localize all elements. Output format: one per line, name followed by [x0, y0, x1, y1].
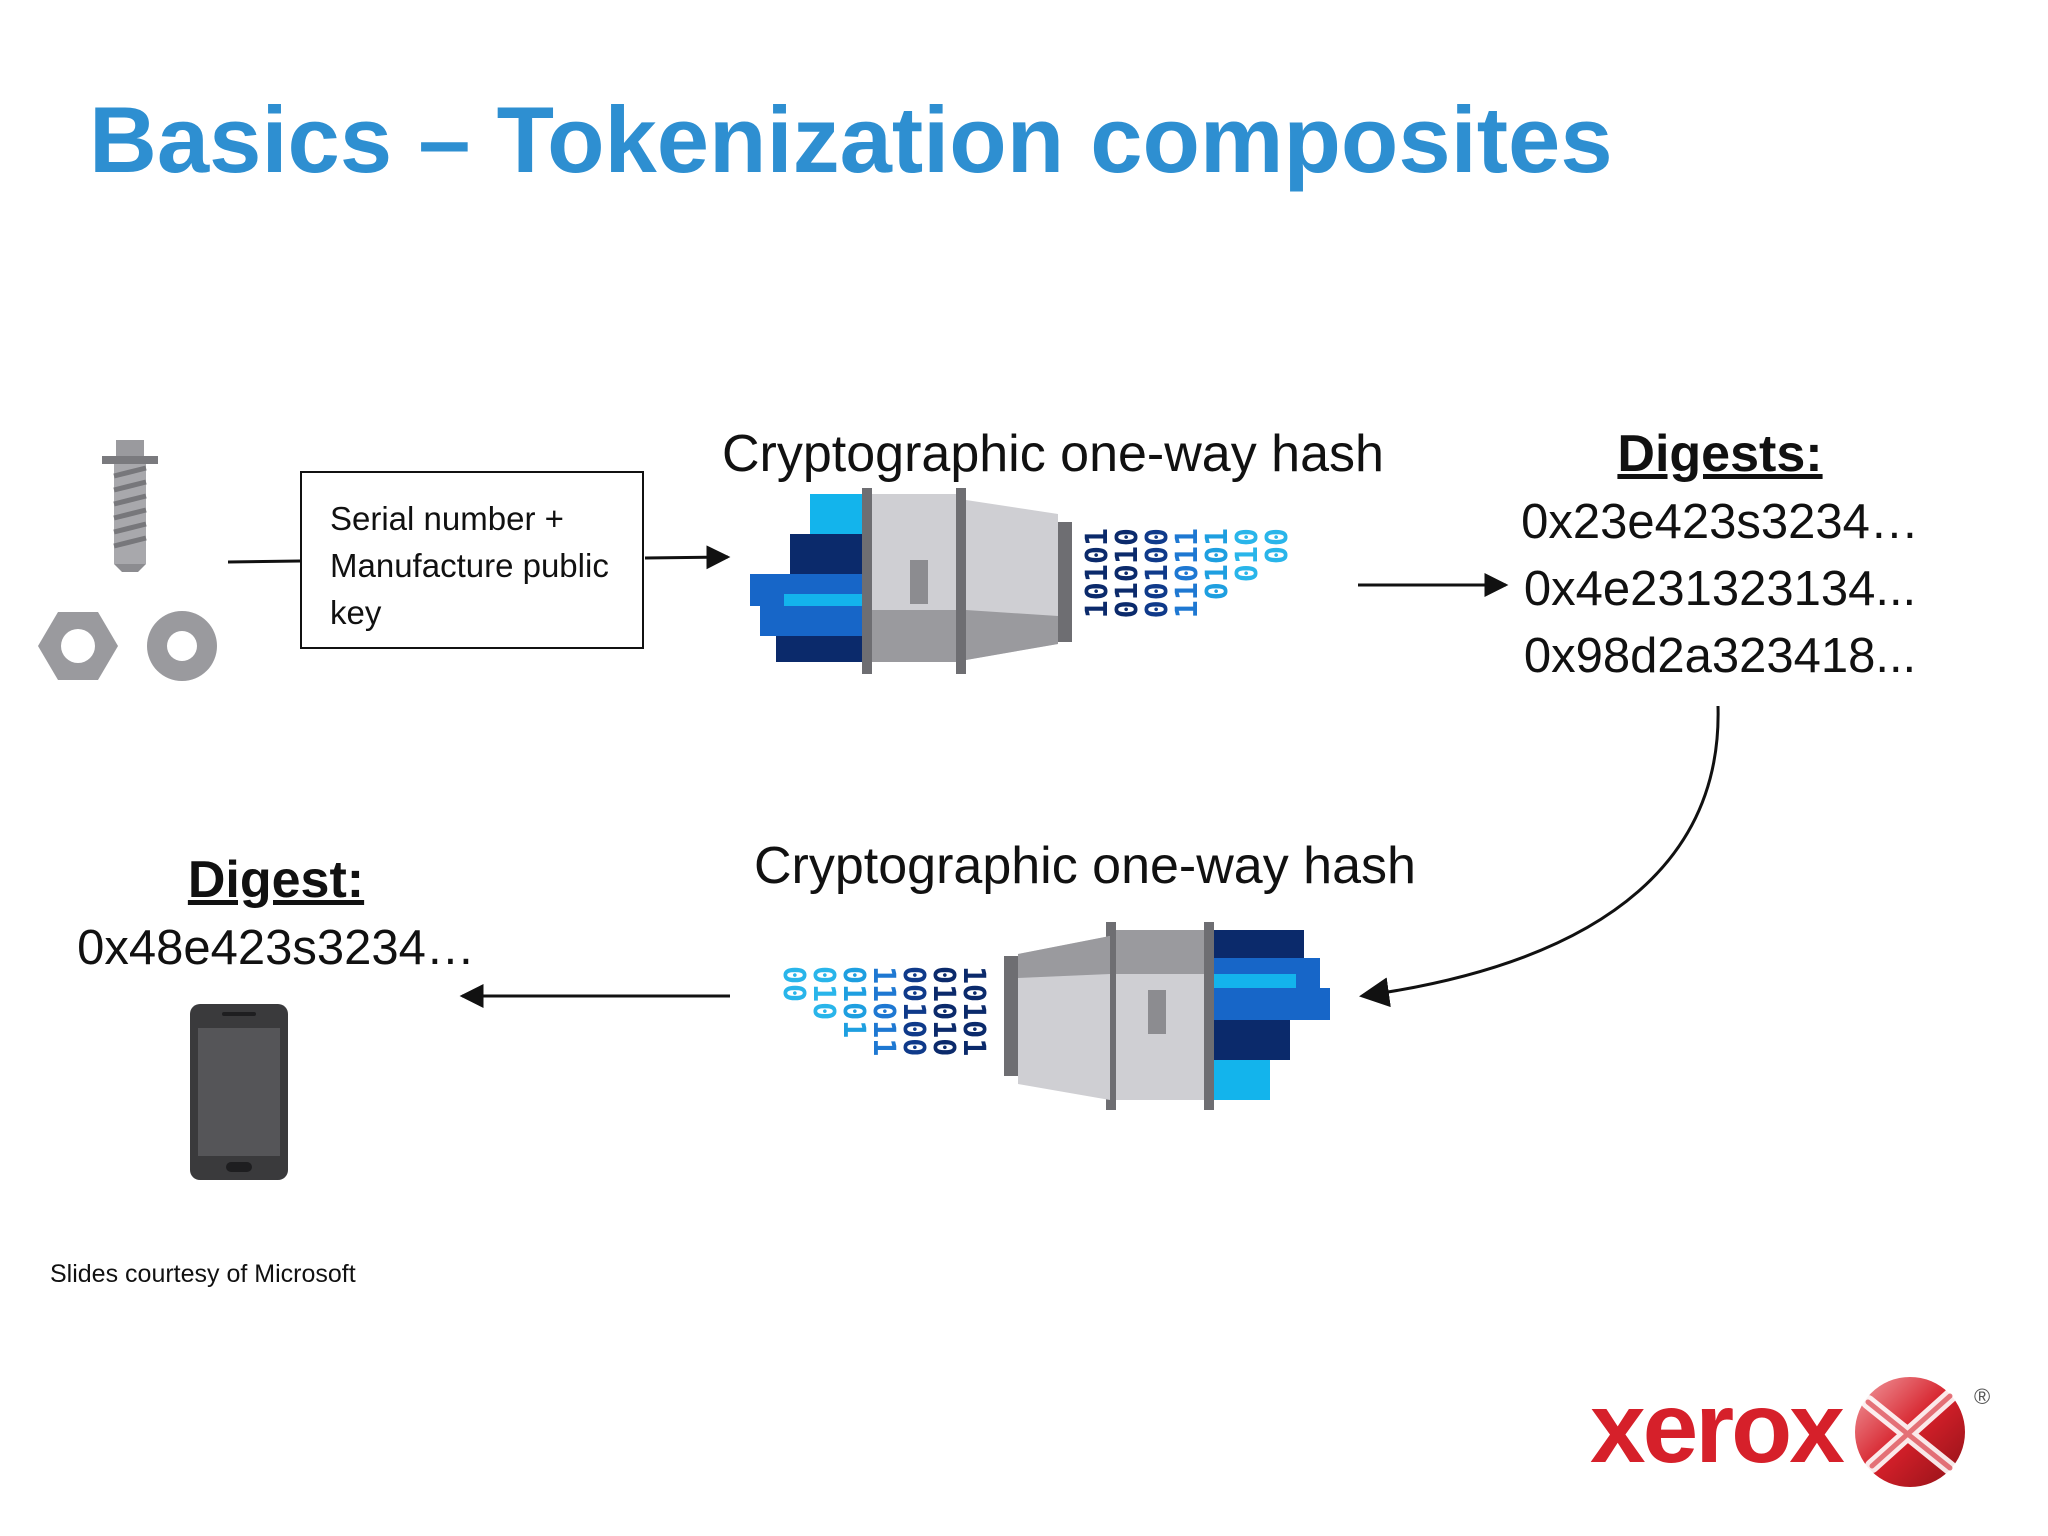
hash-machine-icon [750, 488, 1072, 674]
bits-column: 0101 [836, 966, 871, 1039]
slide-credit: Slides courtesy of Microsoft [50, 1260, 356, 1288]
hash-label-top: Cryptographic one-way hash [722, 425, 1384, 483]
bits-column: 11011 [866, 966, 901, 1057]
input-box: Serial number + Manufacture public key [300, 471, 644, 649]
washer-icon [147, 611, 217, 681]
digests-block: Digests: 0x23e423s3234… 0x4e231323134...… [1440, 428, 2000, 681]
connector-line [227, 559, 301, 564]
bits-column: 00100 [896, 966, 931, 1057]
input-line: key [330, 594, 382, 632]
hash-label-bottom: Cryptographic one-way hash [754, 837, 1416, 895]
digest-value: 0x23e423s3234… [1521, 495, 1919, 549]
digest-block: Digest: 0x48e423s3234… [46, 854, 506, 973]
bits-column: 00 [1260, 528, 1295, 565]
curved-arrow [1359, 705, 1720, 1008]
xerox-sphere-icon [1855, 1377, 1965, 1487]
digest-value: 0x4e231323134... [1523, 562, 1917, 616]
slide-title: Basics – Tokenization composites [89, 87, 1613, 192]
digests-heading: Digests: [1617, 425, 1823, 483]
bits-column: 10101 [956, 966, 991, 1057]
xerox-wordmark: xerox [1590, 1372, 1845, 1484]
arrow-to-hash [644, 545, 731, 570]
screw-icon [102, 440, 158, 572]
digest-value: 0x48e423s3234… [77, 921, 475, 975]
input-line: Manufacture public [330, 547, 609, 585]
bits-column: 00 [776, 966, 811, 1003]
bits-column: 01010 [926, 966, 961, 1057]
smartphone-icon [190, 1004, 288, 1180]
bits-column: 010 [806, 966, 841, 1021]
digest-heading: Digest: [187, 851, 365, 909]
hex-nut-icon [38, 612, 118, 680]
hash-machine-icon [1004, 922, 1330, 1110]
input-line: Serial number + [330, 500, 564, 537]
registered-mark: ® [1974, 1384, 1991, 1409]
digest-value: 0x98d2a323418... [1523, 629, 1917, 683]
